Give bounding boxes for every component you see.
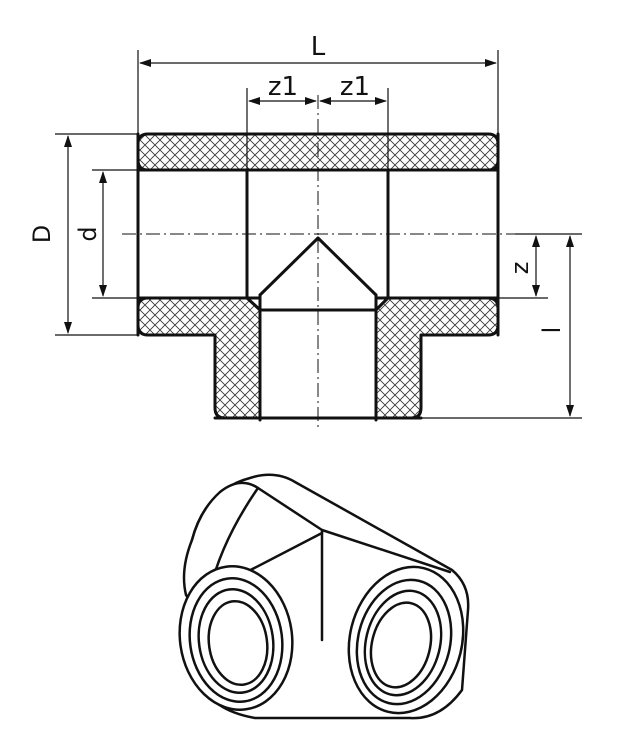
drill-cone: [258, 236, 378, 312]
iso-branch-face-line: [320, 528, 452, 574]
tee-isometric-view: [178, 473, 470, 720]
bottom-left-wall-hatch: [136, 296, 262, 420]
dimension-D: D: [28, 133, 138, 336]
dimension-label-z1-right: z1: [340, 72, 370, 102]
dimension-label-D: D: [28, 225, 56, 243]
dimension-label-z1-left: z1: [268, 72, 298, 102]
dimension-z1: z1 z1: [246, 72, 389, 170]
iso-right-socket: [347, 565, 465, 715]
iso-left-socket: [178, 565, 294, 711]
tee-section-view: [122, 95, 515, 430]
dimension-label-l: l: [538, 327, 566, 334]
dimension-label-L: L: [311, 32, 326, 62]
dimension-label-z: z: [506, 262, 534, 275]
iso-top-socket: [182, 481, 260, 605]
dimension-z: z: [498, 235, 548, 299]
dimension-L: L: [137, 32, 499, 134]
dimension-label-d: d: [74, 226, 102, 241]
dimension-d: d: [74, 169, 138, 299]
dimension-l: l: [421, 233, 582, 419]
bottom-right-wall-hatch: [374, 296, 500, 420]
